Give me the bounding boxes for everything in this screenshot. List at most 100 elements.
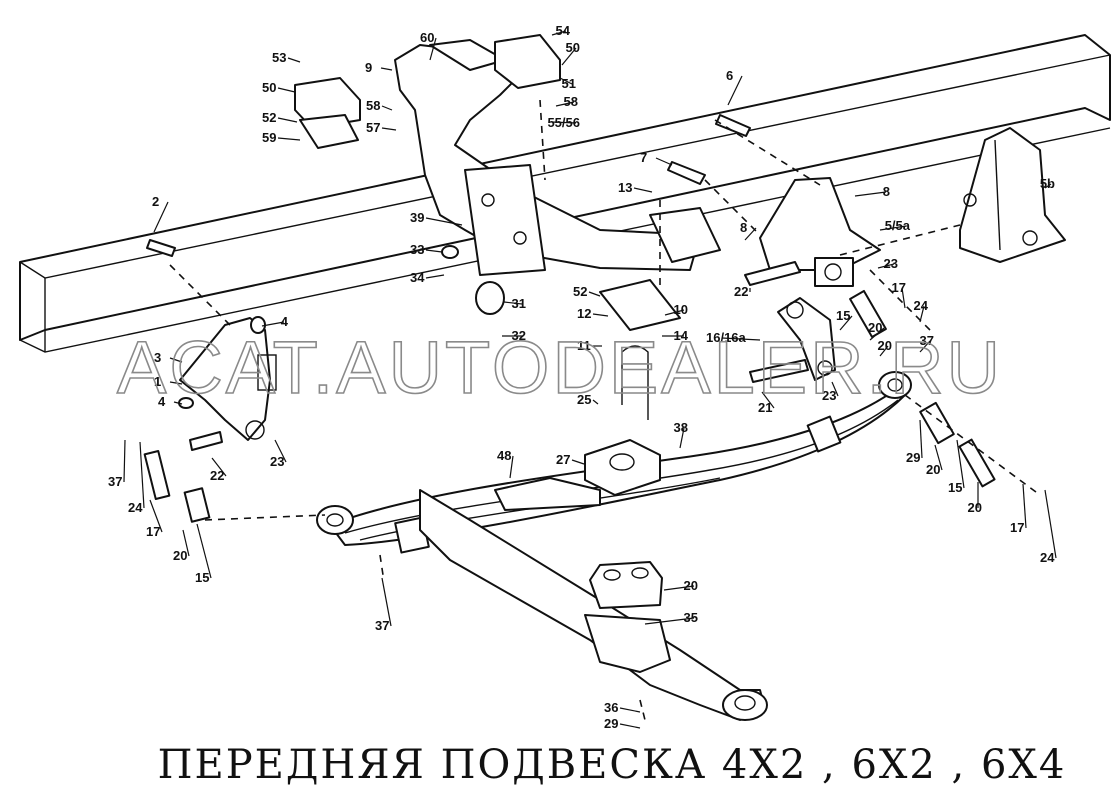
leader-line [877,263,895,269]
leader-line [287,57,301,63]
frame-rail [19,34,1111,353]
part-callout: 58 [366,98,380,113]
part-callout: 17 [892,280,906,295]
part-callout: 8 [740,220,747,235]
leader-line [381,577,392,627]
leader-line [644,617,695,625]
leader-line [551,30,567,36]
part-callout: 39 [410,210,424,225]
part-callout: 57 [366,120,380,135]
leader-line [761,391,775,409]
part-callout: 4 [281,314,289,329]
leader-line [274,439,287,463]
rubber-block-35 [589,561,663,609]
leader-line [381,105,393,111]
leader-line [503,301,523,305]
leader-lines [123,30,1057,729]
part-callout: 55/56 [547,115,580,130]
leader-line [664,309,685,316]
part-callout: 8 [883,184,890,199]
part-callout: 5/5a [885,218,911,233]
part-callout: 38 [674,420,688,435]
leader-line [839,315,853,331]
part-callout: 10 [674,302,688,317]
leader-line [561,47,577,66]
part-callout: 3 [154,350,161,365]
leader-line [592,399,599,405]
leader-line [425,217,463,226]
leader-line [173,401,183,405]
part-callout: 27 [556,452,570,467]
part-callout: 24 [1040,550,1055,565]
part-callout: 52 [573,284,587,299]
leader-line [1044,183,1052,189]
leader-line [381,127,397,131]
bracket-48 [494,477,601,511]
leader-line [559,77,573,85]
part-callout: 7 [640,150,647,165]
part-callout: 34 [410,270,425,285]
part-callout: 16/16a [706,330,747,345]
leader-line [182,529,190,557]
part-callout: 17 [146,524,160,539]
leader-line [619,723,641,729]
part-callout: 24 [914,298,929,313]
leader-line [592,313,609,317]
leader-line [831,381,839,397]
leader-line [571,459,585,465]
leader-line [380,67,393,71]
leader-line [919,340,931,353]
axle-saddle-27 [584,439,661,496]
part-callout: 25 [577,392,591,407]
part-callout: 20 [684,578,698,593]
leader-line [169,381,183,385]
front-hanger-bracket [394,39,701,276]
leader-line [633,187,653,193]
part-callout: 21 [758,400,772,415]
part-callout: 54 [556,23,571,38]
part-callout: 12 [577,306,591,321]
part-callout: 1 [154,374,161,389]
diagram-title: ПЕРЕДНЯЯ ПОДВЕСКА 4X2 , 6X2 , 6X4 [158,742,1067,788]
u-bolt-25 [621,345,649,420]
part-callout: 4 [158,394,166,409]
leader-line [261,321,285,327]
leader-line [123,439,126,483]
part-callout: 60 [420,30,434,45]
part-callout: 52 [262,110,276,125]
part-callout: 15 [195,570,209,585]
part-callout: 17 [1010,520,1024,535]
leader-line [721,337,761,341]
shackle-16 [777,297,836,381]
leader-line [555,101,575,107]
part-callout: 23 [270,454,284,469]
leader-line [425,274,445,279]
leader-line [588,291,601,297]
leader-line [277,137,301,141]
leader-line [901,287,906,309]
part-callout: 35 [684,610,698,625]
part-callout: 23 [822,388,836,403]
part-callout: 2 [152,194,159,209]
leader-line [277,117,298,123]
part-callout: 50 [566,40,580,55]
part-callout: 37 [920,333,934,348]
leader-line [551,121,577,124]
front-shackle-bracket [179,317,277,441]
part-callout: 6 [726,68,733,83]
part-callout: 36 [604,700,618,715]
leader-line [139,441,145,509]
part-callout: 59 [262,130,276,145]
part-callout: 53 [272,50,286,65]
leader-line [869,327,885,341]
leader-line [854,191,887,197]
leader-line [425,249,443,253]
spring-plate-upper [599,207,721,331]
leader-line [149,499,163,533]
part-callout: 29 [906,450,920,465]
leader-line [956,439,965,489]
part-callout: 33 [410,242,424,257]
part-callout: 15 [948,480,962,495]
part-callout: 20 [878,338,892,353]
